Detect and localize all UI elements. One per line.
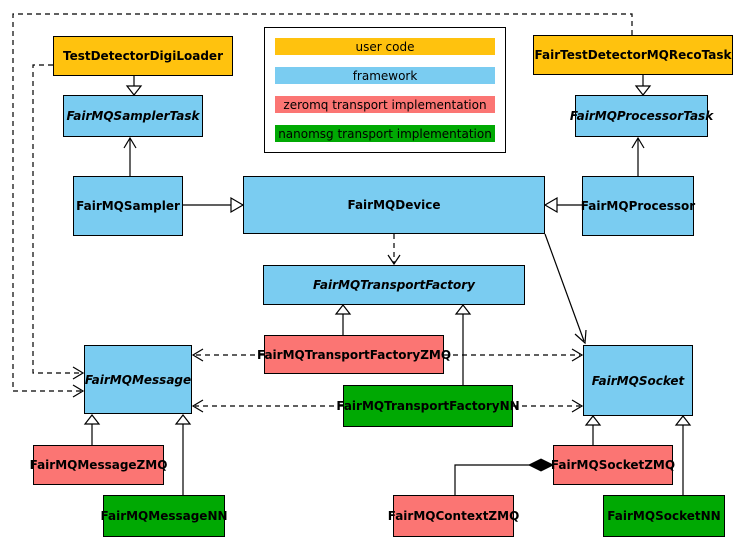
class-fairmqsocketzmq: FairMQSocketZMQ xyxy=(551,445,675,485)
edge-recotask-message xyxy=(12,13,633,398)
legend-label: framework xyxy=(352,68,418,83)
edge-tfnn-socket xyxy=(513,399,584,413)
edge-sampler-device xyxy=(183,196,245,214)
edge-device-socket xyxy=(544,233,587,345)
legend-item-zeromq: zeromq transport implementation xyxy=(275,96,495,113)
edge-recotask-processortask xyxy=(634,75,652,96)
edge-contextzmq-socketzmq xyxy=(454,458,555,495)
class-fairmqdevice: FairMQDevice xyxy=(243,176,545,234)
edge-digiloader-samplertask xyxy=(125,76,143,96)
class-fairmqsamplertask: FairMQSamplerTask xyxy=(63,95,203,137)
class-fairmqprocessortask: FairMQProcessorTask xyxy=(570,95,713,137)
class-fairmqsocketnn: FairMQSocketNN xyxy=(603,495,725,537)
edge-messagenn-message xyxy=(174,414,192,495)
edge-tfzmq-transportfactory xyxy=(334,304,352,335)
edge-tfnn-message xyxy=(191,399,343,413)
legend-item-nanomsg: nanomsg transport implementation xyxy=(275,125,495,142)
class-fairmqmessage: FairMQMessage xyxy=(84,345,192,414)
edge-processor-device xyxy=(543,196,582,214)
edge-socketnn-socket xyxy=(674,415,692,495)
class-fairmqprocessor: FairMQProcessor xyxy=(581,176,695,236)
legend-label: zeromq transport implementation xyxy=(283,97,487,112)
legend-item-user-code: user code xyxy=(275,38,495,55)
legend: user code framework zeromq transport imp… xyxy=(264,27,506,153)
legend-label: user code xyxy=(355,39,415,54)
edge-processor-processortask xyxy=(631,136,645,176)
class-fairmqtransportfactorynn: FairMQTransportFactoryNN xyxy=(336,385,520,427)
edge-socketzmq-socket xyxy=(584,415,602,445)
legend-label: nanomsg transport implementation xyxy=(278,126,492,141)
edge-device-transportfactory xyxy=(387,234,401,266)
legend-item-framework: framework xyxy=(275,67,495,84)
class-fairmqtransportfactoryzmq: FairMQTransportFactoryZMQ xyxy=(257,335,451,374)
class-fairmqmessagenn: FairMQMessageNN xyxy=(100,495,228,537)
edge-digiloader-message xyxy=(32,64,85,380)
class-fairmqsampler: FairMQSampler xyxy=(73,176,183,236)
edge-tfzmq-socket xyxy=(444,348,584,362)
class-fairtestdetectormqrecotask: FairTestDetectorMQRecoTask xyxy=(533,35,733,75)
class-fairmqcontextzmq: FairMQContextZMQ xyxy=(388,495,519,537)
edge-messagezmq-message xyxy=(83,414,101,445)
class-fairmqmessagezmq: FairMQMessageZMQ xyxy=(30,445,167,485)
edge-sampler-samplertask xyxy=(123,136,137,176)
edge-tfnn-transportfactory xyxy=(454,304,472,385)
edge-tfzmq-message xyxy=(191,348,264,362)
class-fairmqtransportfactory: FairMQTransportFactory xyxy=(263,265,525,305)
class-fairmqsocket: FairMQSocket xyxy=(583,345,693,416)
class-testdetectordigiloader: TestDetectorDigiLoader xyxy=(53,36,233,76)
